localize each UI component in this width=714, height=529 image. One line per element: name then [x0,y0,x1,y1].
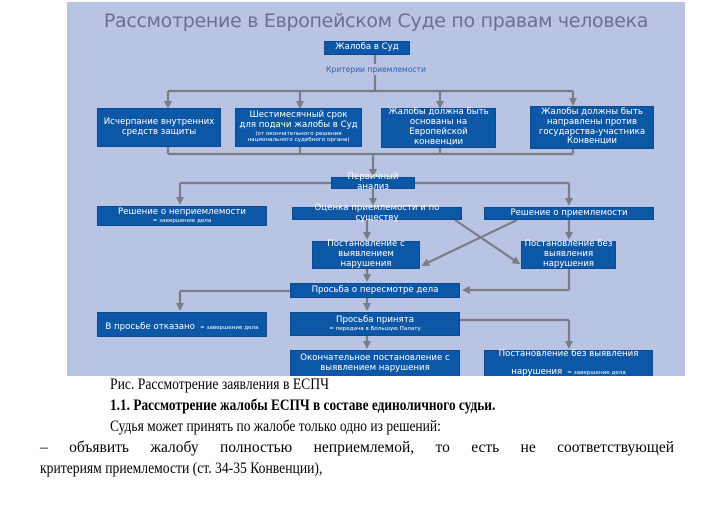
arrow-merits-to-no-violation [454,219,521,265]
ecthr-procedure-flowchart: Рассмотрение в Европейском Суде по права… [67,2,685,376]
judgment-violation-box: Постановление с выявлением нарушения [312,239,420,269]
criteria-label: Критерии приемлемости [326,65,426,74]
criterion-text: Исчерпание внутренних средств защиты [103,116,215,137]
admissibility-decision-box: Решение о приемлемости [484,207,654,220]
referral-request-box: Просьба о пересмотре дела [290,283,460,298]
arrow-admissibility-to-violation [421,219,518,266]
criterion-text: Жалобы должна быть основаны на Европейск… [388,107,489,147]
judgment-no-violation-box: Постановление без выявления нарушения [521,239,616,269]
inadmissibility-label: Решение о неприемлемости [117,206,246,217]
criterion-box-six-month: Шестимесячный срок для подачи жалобы в С… [235,108,362,147]
intro-text: Судья может принять по жалобе только одн… [110,418,441,435]
inadmissibility-sublabel: = завершение дела [152,217,212,224]
inadmissibility-decision-box: Решение о неприемлемости = завершение де… [97,206,267,226]
list-item-line-1: – объявить жалобу полностью неприемлемой… [40,439,674,456]
initial-analysis-box: Первичный анализ [331,172,415,192]
request-accepted-sublabel: = передача в Большую Палату [329,325,421,332]
connector-lines [164,54,577,349]
request-accepted-box: Просьба принята = передача в Большую Пал… [290,312,460,336]
judgment-violation-label: Постановление с выявлением нарушения [327,239,405,269]
merits-assessment-label: Оценка приемлемости и по существу [314,202,440,223]
complaint-label: Жалоба в Суд [335,42,399,53]
criterion-text: Шестимесячный срок для подачи жалобы в С… [239,110,358,131]
diagram-title: Рассмотрение в Европейском Суде по права… [103,10,649,32]
criterion-subtext: (от окончательного решения национального… [247,130,350,144]
section-heading: 1.1. Рассмотрение жалобы ЕСПЧ в составе … [110,397,496,414]
final-no-violation-label: Постановление без выявления [498,348,639,359]
initial-analysis-label: Первичный анализ [347,172,399,192]
merits-assessment-box: Оценка приемлемости и по существу [292,203,462,222]
request-accepted-label: Просьба принята [336,314,414,325]
admissibility-label: Решение о приемлемости [510,207,628,218]
criterion-box-member-state: Жалобы должны быть направлены против гос… [530,106,654,149]
referral-request-label: Просьба о пересмотре дела [311,284,439,295]
final-judgment-no-violation-box: Постановление без выявления нарушения = … [484,348,653,376]
criterion-box-domestic-remedies: Исчерпание внутренних средств защиты [97,108,221,147]
figure-caption: Рис. Рассмотрение заявления в ЕСПЧ [110,376,329,393]
criterion-box-convention-basis: Жалобы должна быть основаны на Европейск… [381,107,496,148]
list-item-line-2: критериям приемлемости (ст. 34-35 Конвен… [40,460,323,477]
criterion-text: Жалобы должны быть направлены против гос… [538,106,646,147]
final-violation-label: Окончательное постановление с выявлением… [300,353,450,373]
final-judgment-violation-box: Окончательное постановление с выявлением… [290,350,460,376]
judgment-no-violation-label: Постановление без выявления нарушения [524,239,613,269]
request-refused-text: В просьбе отказано = завершение дела [105,322,259,333]
request-refused-box: В просьбе отказано = завершение дела [97,312,267,337]
complaint-box: Жалоба в Суд [324,41,410,55]
